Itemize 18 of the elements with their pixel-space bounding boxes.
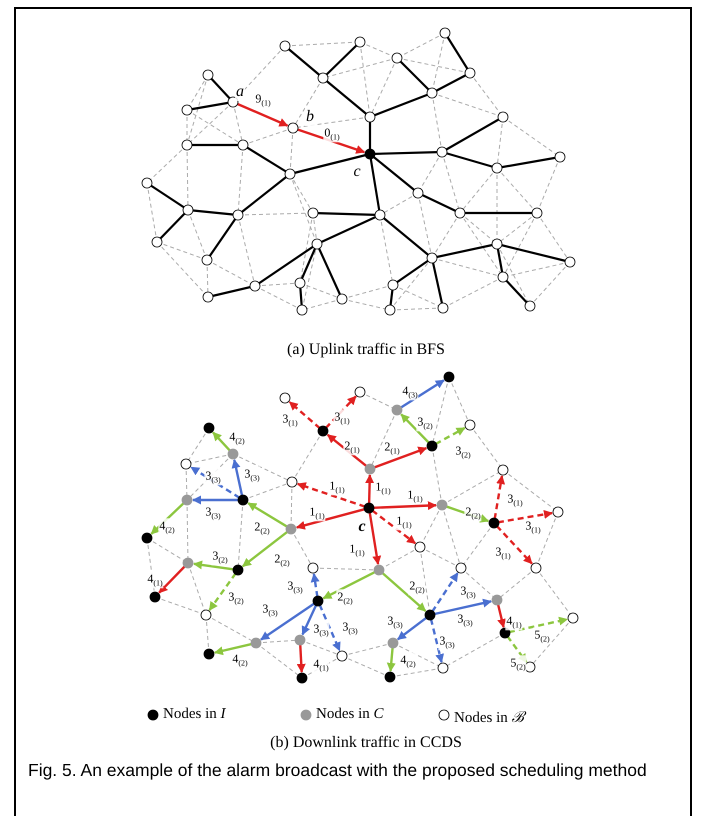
legend-text: Nodes in ℬ [454,709,524,727]
step-label: 2$_{(2)}$ [336,589,354,607]
subfigure-caption: (b) Downlink traffic in CCDS [270,735,462,751]
step-label: 3$_{(3)}$ [312,621,330,639]
step-label: 4$_{(2)}$ [399,652,417,670]
step-label: 3$_{(1)}$ [333,409,351,427]
step-label: 3$_{(3)}$ [204,468,222,486]
step-label: 2$_{(2)}$ [408,578,426,596]
step-label: 4$_{(2)}$ [158,518,176,536]
step-label: 4$_{(1)}$ [146,571,164,589]
legend-text: Nodes in I [163,706,226,723]
subfigure-caption: (a) Uplink traffic in BFS [287,342,445,358]
step-label: 3$_{(3)}$ [243,466,261,484]
legend-text: Nodes in C [316,706,384,723]
node-letter: b [305,108,315,126]
figure-caption: Fig. 5. An example of the alarm broadcast with the proposed scheduling method [28,760,648,780]
step-label: 5$_{(2)}$ [533,627,551,645]
step-label: 5$_{(2)}$ [509,655,527,673]
